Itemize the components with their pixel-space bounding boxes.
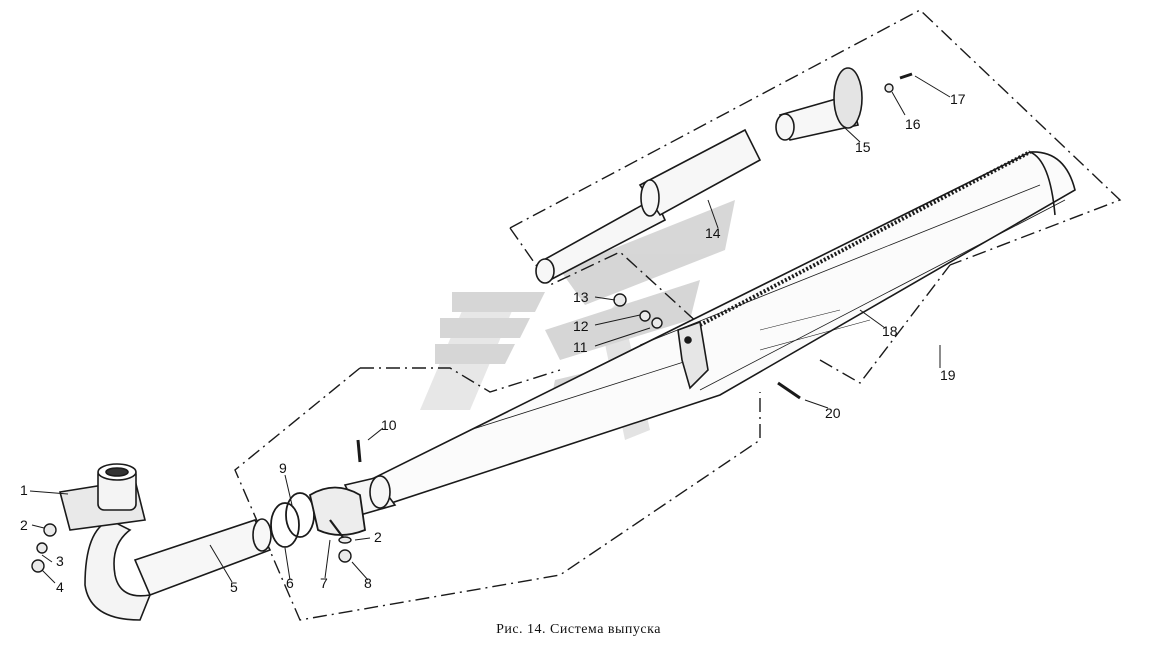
callout-2-right: 2	[374, 529, 382, 545]
callout-12: 12	[573, 318, 589, 334]
callout-6: 6	[286, 575, 294, 591]
callout-1: 1	[20, 482, 28, 498]
leader-lines	[29, 75, 951, 584]
figure-caption: Рис. 14. Система выпуска	[496, 622, 661, 637]
callout-2-left: 2	[20, 517, 28, 533]
callout-4: 4	[56, 579, 64, 595]
fasteners	[31, 72, 913, 573]
callout-18: 18	[882, 323, 898, 339]
callout-5: 5	[230, 579, 238, 595]
callout-9: 9	[279, 460, 287, 476]
callout-labels: 1 2 3 4 5 6 7 8 9 10 2 11 12 13 14 15 16…	[20, 91, 966, 595]
rear-tube	[535, 128, 762, 284]
callout-8: 8	[364, 575, 372, 591]
callout-13: 13	[573, 289, 589, 305]
callout-17: 17	[950, 91, 966, 107]
boundary-lines	[234, 9, 1122, 621]
callout-10: 10	[381, 417, 397, 433]
callout-11: 11	[573, 339, 588, 355]
callout-15: 15	[855, 139, 871, 155]
callout-16: 16	[905, 116, 921, 132]
callout-7: 7	[320, 575, 328, 591]
clamp-assembly	[270, 486, 366, 548]
callout-3: 3	[56, 553, 64, 569]
callout-14: 14	[705, 225, 721, 241]
exhaust-elbow	[59, 463, 152, 621]
tail-pipe	[775, 67, 863, 141]
callout-19: 19	[940, 367, 956, 383]
intermediate-pipe	[133, 518, 272, 597]
callout-20: 20	[825, 405, 841, 421]
